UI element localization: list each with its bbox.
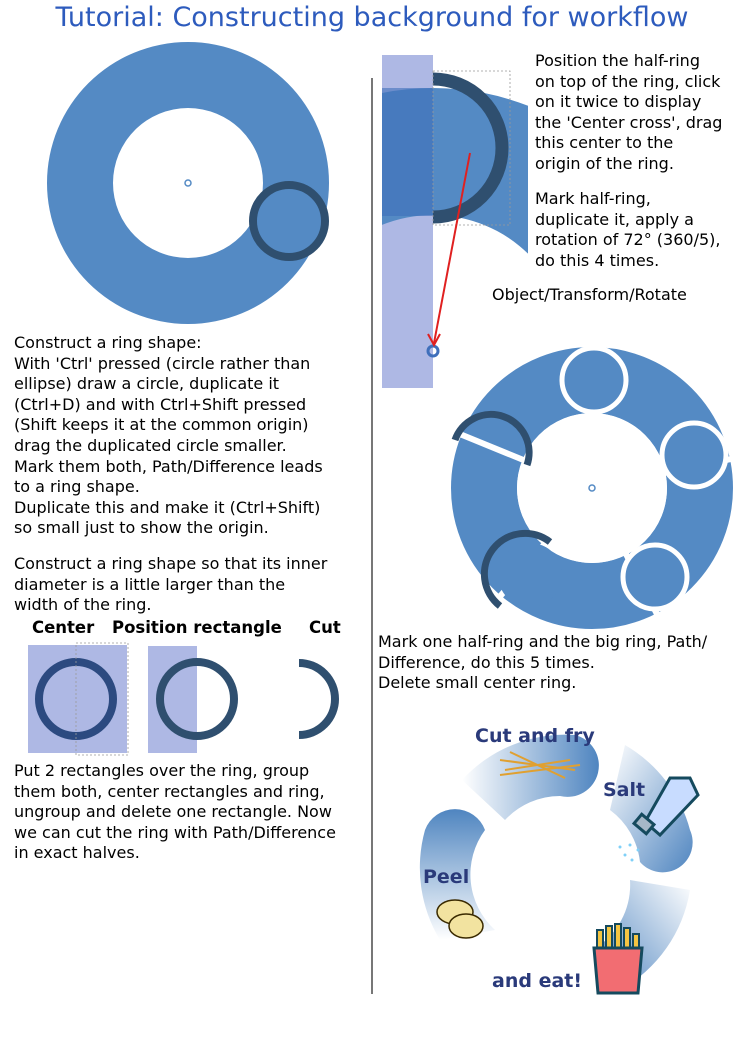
step5-text: Mark half-ring, duplicate it, apply a ro…: [535, 189, 721, 270]
step3-text: Put 2 rectangles over the ring, group th…: [14, 761, 336, 863]
workflow-label-eat: and eat!: [492, 970, 583, 992]
step6-text: Mark one half-ring and the big ring, Pat…: [378, 632, 708, 693]
position-rect-demo: [148, 646, 238, 753]
page-title: Tutorial: Constructing background for wo…: [55, 2, 689, 33]
workflow-ring: [419, 734, 700, 995]
arrow: [433, 152, 471, 344]
big-ring: [47, 42, 329, 324]
salt-shaker-icon: [618, 776, 700, 862]
step4-text: Position the half-ring on top of the rin…: [535, 51, 723, 173]
cut-half-ring: [298, 659, 339, 739]
label-cut: Cut: [309, 618, 341, 637]
center-rect-demo: [28, 642, 129, 756]
workflow-label-salt: Salt: [603, 779, 646, 801]
workflow-label-cut: Cut and fry: [475, 725, 595, 747]
potatoes-icon: [436, 899, 484, 939]
step1-text: Construct a ring shape: With 'Ctrl' pres…: [14, 333, 323, 538]
workflow-label-peel: Peel: [423, 866, 470, 888]
small-ring: [249, 181, 329, 261]
menu-path: Object/Transform/Rotate: [492, 285, 687, 304]
label-position-rectangle: Position rectangle: [112, 618, 282, 637]
origin-marker: [184, 179, 192, 187]
step2-text: Construct a ring shape so that its inner…: [14, 554, 328, 615]
fries-box-icon: [592, 923, 644, 995]
label-center: Center: [32, 618, 95, 637]
fries-pile-icon: [499, 751, 581, 779]
position-demo: [382, 55, 528, 388]
segmented-ring: [448, 339, 737, 629]
